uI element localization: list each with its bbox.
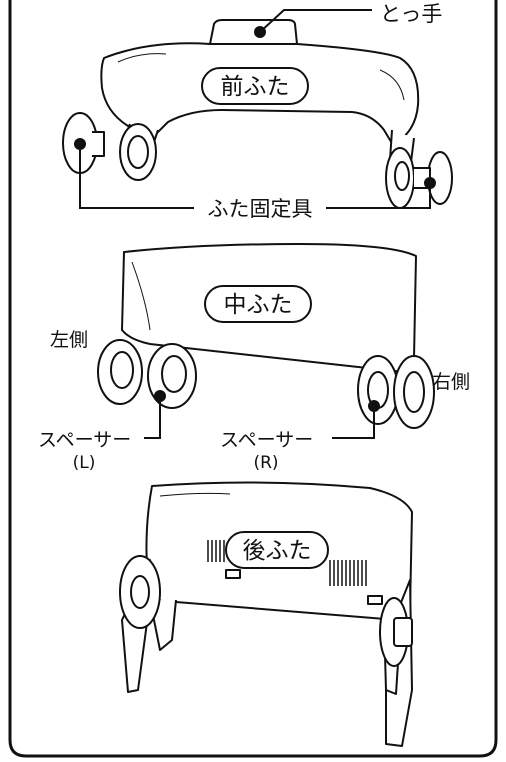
middle-cover-illustration xyxy=(97,243,435,429)
middle-cover-pill xyxy=(204,285,312,323)
fixture-leader-right xyxy=(326,183,431,209)
spacer-l-label: スペーサー xyxy=(38,429,131,451)
handle-label: とっ手 xyxy=(380,2,442,26)
front-cover-illustration xyxy=(62,19,453,209)
front-cover-label: 前ふた xyxy=(221,74,290,100)
spacer-r-sub: (R) xyxy=(253,453,278,473)
right-side-label: 右側 xyxy=(432,371,470,393)
spacer-l-leader xyxy=(144,396,161,439)
rear-cover-pill xyxy=(225,531,329,569)
spacer-r-label: スペーサー xyxy=(220,429,313,451)
cover-fixture-label: ふた固定具 xyxy=(208,197,313,221)
left-side-label: 左側 xyxy=(50,329,88,351)
front-cover-pill xyxy=(201,67,309,105)
spacer-l-sub: (L) xyxy=(73,453,96,473)
rear-cover-label: 後ふた xyxy=(243,538,312,564)
fixture-leader-left xyxy=(79,144,194,209)
diagram-frame xyxy=(8,0,498,758)
middle-cover-label: 中ふた xyxy=(224,292,293,318)
rear-cover-illustration xyxy=(119,481,413,747)
handle-leader xyxy=(259,9,372,33)
spacer-r-leader xyxy=(332,406,375,439)
